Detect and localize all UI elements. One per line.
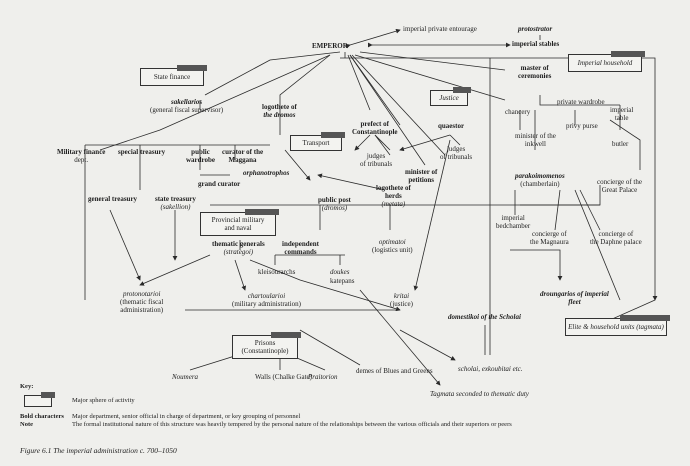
kleisourarchs-node: kleisourarchs (258, 268, 296, 276)
butler-node: butler (612, 140, 629, 148)
orphanotrophos-node: orphanotrophos (243, 169, 290, 177)
optimatoi-node: optimatoi (logistics unit) (372, 238, 413, 254)
minister-inkwell-node: minister of the inkwell (515, 132, 556, 148)
grand-curator-node: grand curator (198, 180, 241, 188)
imperial-stables-node: imperial stables (512, 40, 560, 48)
concierge-magnaura-node: concierge of the Magnaura (530, 230, 569, 246)
praitorion-node: Praitorion (308, 373, 338, 381)
emperor-node: EMPEROR (312, 42, 348, 50)
walls-node: Walls (Chalke Gate) (255, 373, 312, 381)
elite-units-box: Elite & household units (tagmata) (565, 315, 670, 336)
imperial-household-box: Imperial household (568, 51, 645, 72)
military-finance-node: Military finance dept. (57, 148, 106, 164)
imperial-table-node: imperial table (610, 106, 634, 122)
key-title: Key: (20, 383, 34, 390)
minister-petitions-node: minister of petitions (405, 168, 438, 184)
thematic-generals-node: thematic generals (strategoi) (212, 240, 265, 256)
prisons-box: Prisons (Constantinople) (232, 332, 301, 359)
domestikoi-node: domestikoi of the Scholai (448, 313, 521, 321)
independent-commands-node: independent commands (282, 240, 319, 256)
doukes-node: doukes (330, 268, 350, 276)
judges-tribunals-right-node: judges of tribunals (440, 145, 473, 161)
concierge-daphne-node: concierge of the Daphne palace (590, 230, 642, 246)
droungarios-node: droungarios of imperial fleet (540, 290, 609, 306)
quaestor-node: quaestor (438, 122, 465, 130)
scholai-node: scholai, exkoubitai etc. (458, 365, 523, 373)
provincial-box: Provincial military and naval (200, 209, 279, 236)
curator-maggana-node: curator of the Maggana (222, 148, 264, 164)
private-wardrobe-node: private wardrobe (557, 98, 605, 106)
kritai-node: kritai (justice) (390, 292, 413, 308)
noumera-node: Noumera (172, 373, 199, 381)
key-note-desc: The formal institutional nature of this … (72, 421, 512, 428)
key-note-term: Note (20, 421, 33, 428)
private-entourage-node: imperial private entourage (403, 25, 477, 33)
tagmata-seconded-node: Tagmata seconded to thematic duty (430, 390, 529, 398)
privy-purse-node: privy purse (566, 122, 598, 130)
concierge-great-palace-node: concierge of the Great Palace (597, 178, 642, 194)
special-treasury-node: special treasury (118, 148, 166, 156)
protostrator-node: protostrator (518, 25, 553, 33)
imperial-bedchamber-node: imperial bedchamber (496, 214, 531, 230)
sakellarios-node: sakellarios (general fiscal supervisor) (150, 98, 224, 114)
logothete-herds-node: logothete of herds (metata) (376, 184, 411, 208)
judges-tribunals-left-node: judges of tribunals (360, 152, 393, 168)
figure-caption: Figure 6.1 The imperial administration c… (20, 446, 177, 455)
prefect-node: prefect of Constantinople (352, 120, 398, 136)
transport-box: Transport (290, 132, 345, 151)
key-sphere-desc: Major sphere of activity (72, 397, 135, 404)
key-bold-term: Bold characters (20, 413, 64, 420)
state-finance-box: State finance (140, 65, 207, 86)
justice-box: Justice (430, 87, 471, 106)
key-bold-desc: Major department, senior official in cha… (72, 413, 301, 420)
public-wardrobe-node: public wardrobe (186, 148, 216, 164)
chancery-node: chancery (505, 108, 531, 116)
katepans-node: katepans (330, 277, 355, 285)
chartoularioi-node: chartoularioi (military administration) (232, 292, 302, 308)
public-post-node: public post (dromos) (318, 196, 351, 212)
logothete-dromos-node: logothete of the dromos (262, 103, 297, 119)
protonotarioi-node: protonotarioi (thematic fiscal administr… (120, 290, 164, 314)
parakoimomenos-node: parakoimomenos (chamberlain) (515, 172, 565, 188)
master-ceremonies-node: master of ceremonies (518, 64, 552, 80)
demes-node: demes of Blues and Greens (356, 367, 433, 375)
general-treasury-node: general treasury (88, 195, 138, 203)
key-sphere-swatch (24, 392, 55, 407)
state-treasury-node: state treasury (sakellion) (155, 195, 196, 211)
